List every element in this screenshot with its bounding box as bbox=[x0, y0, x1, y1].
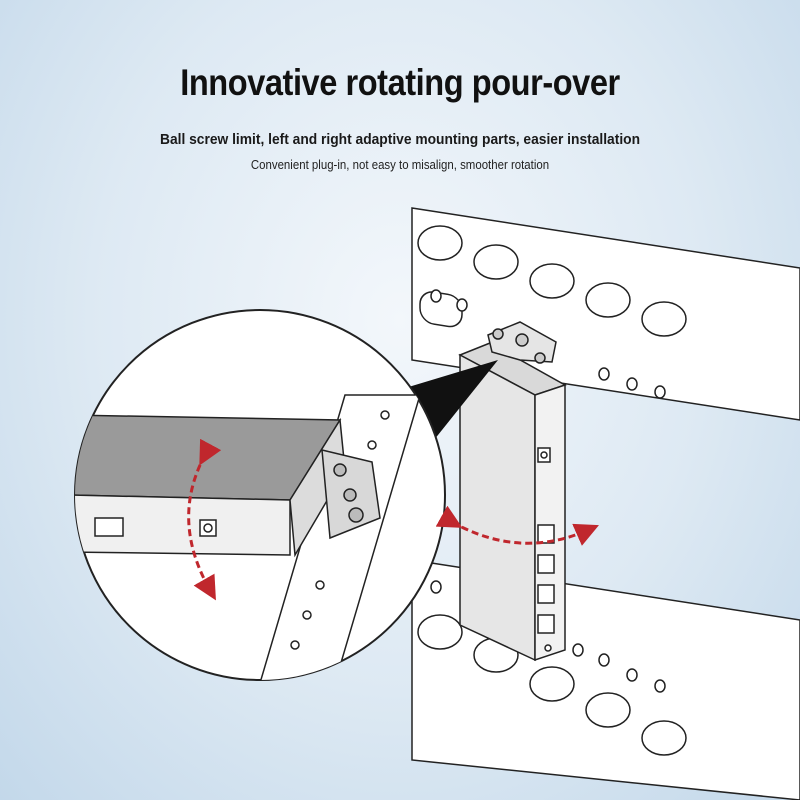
rotation-arrow-device bbox=[435, 505, 599, 546]
mount-bracket bbox=[487, 321, 557, 364]
subtitle-primary: Ball screw limit, left and right adaptiv… bbox=[159, 131, 641, 148]
rotation-arrow-inset bbox=[187, 438, 222, 601]
subtitle-secondary: Convenient plug-in, not easy to misalign… bbox=[250, 157, 550, 172]
zoom-inset bbox=[74, 309, 446, 681]
headline: Innovative rotating pour-over bbox=[180, 62, 620, 103]
switch-device bbox=[458, 342, 567, 662]
